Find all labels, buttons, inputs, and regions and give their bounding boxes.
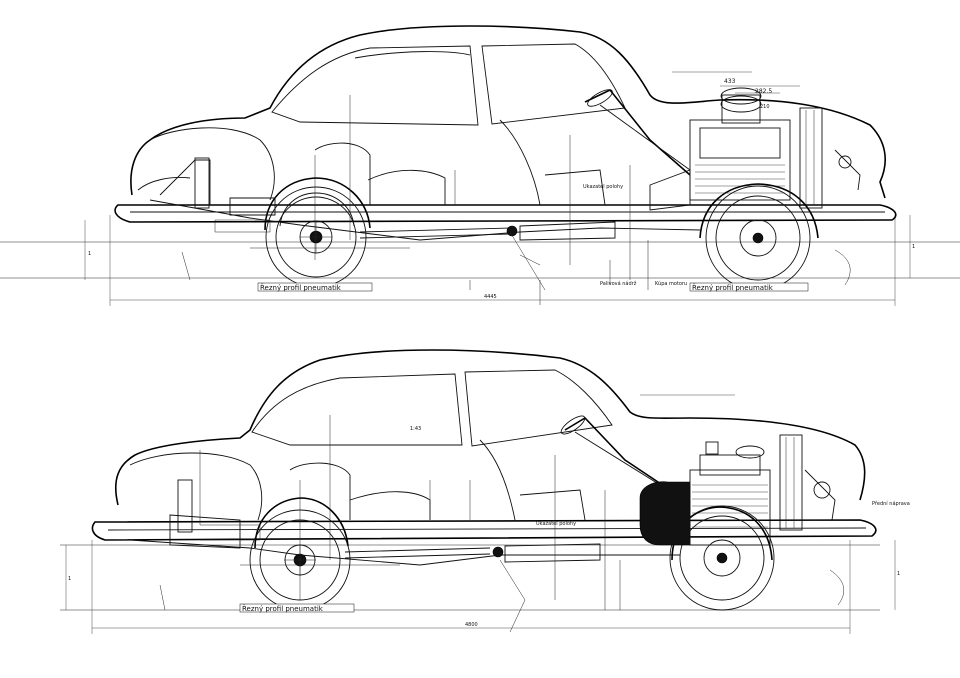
bottom-car-cutaway: Řezný profil pneumatik Ukazatel polohy P…	[60, 349, 910, 634]
top-tire-label-right: Řezný profil pneumatik	[689, 282, 809, 292]
bottom-engine	[639, 434, 836, 546]
svg-text:Řezný profil pneumatik: Řezný profil pneumatik	[242, 604, 324, 613]
top-dim-c: 210	[760, 104, 770, 110]
bottom-tire-label: Řezný profil pneumatik	[239, 603, 355, 613]
bottom-right-height: 1	[897, 571, 900, 577]
top-fuel-note: Palivová nádrž	[600, 280, 637, 287]
svg-text:Řezný profil pneumatik: Řezný profil pneumatik	[260, 283, 342, 292]
bottom-mid-note: Ukazatel polohy	[536, 521, 576, 527]
top-tire-label: Řezný profil pneumatik	[257, 282, 373, 292]
top-overall-dim: 4445	[484, 294, 497, 300]
top-front-wheel	[705, 185, 811, 291]
top-dim-b: 282.5	[755, 88, 772, 95]
top-rear-wheel	[265, 186, 367, 288]
top-engine-note: Kúpa motoru	[655, 280, 687, 287]
svg-text:Řezný profil pneumatik: Řezný profil pneumatik	[692, 283, 774, 292]
top-notes: Ukazatel polohy	[583, 184, 623, 190]
bottom-scale: 1:43	[410, 426, 421, 432]
top-car-cutaway: Řezný profil pneumatik Řezný profil pneu…	[0, 25, 960, 306]
top-left-height: 1	[88, 251, 91, 257]
top-dim-a: 433	[724, 78, 736, 85]
top-engine	[649, 87, 861, 211]
top-right-height: 1	[912, 244, 915, 250]
bottom-left-height: 1	[68, 576, 71, 582]
bottom-overall-dim: 4800	[465, 622, 478, 628]
bottom-right-note: Přední náprava	[872, 500, 910, 507]
